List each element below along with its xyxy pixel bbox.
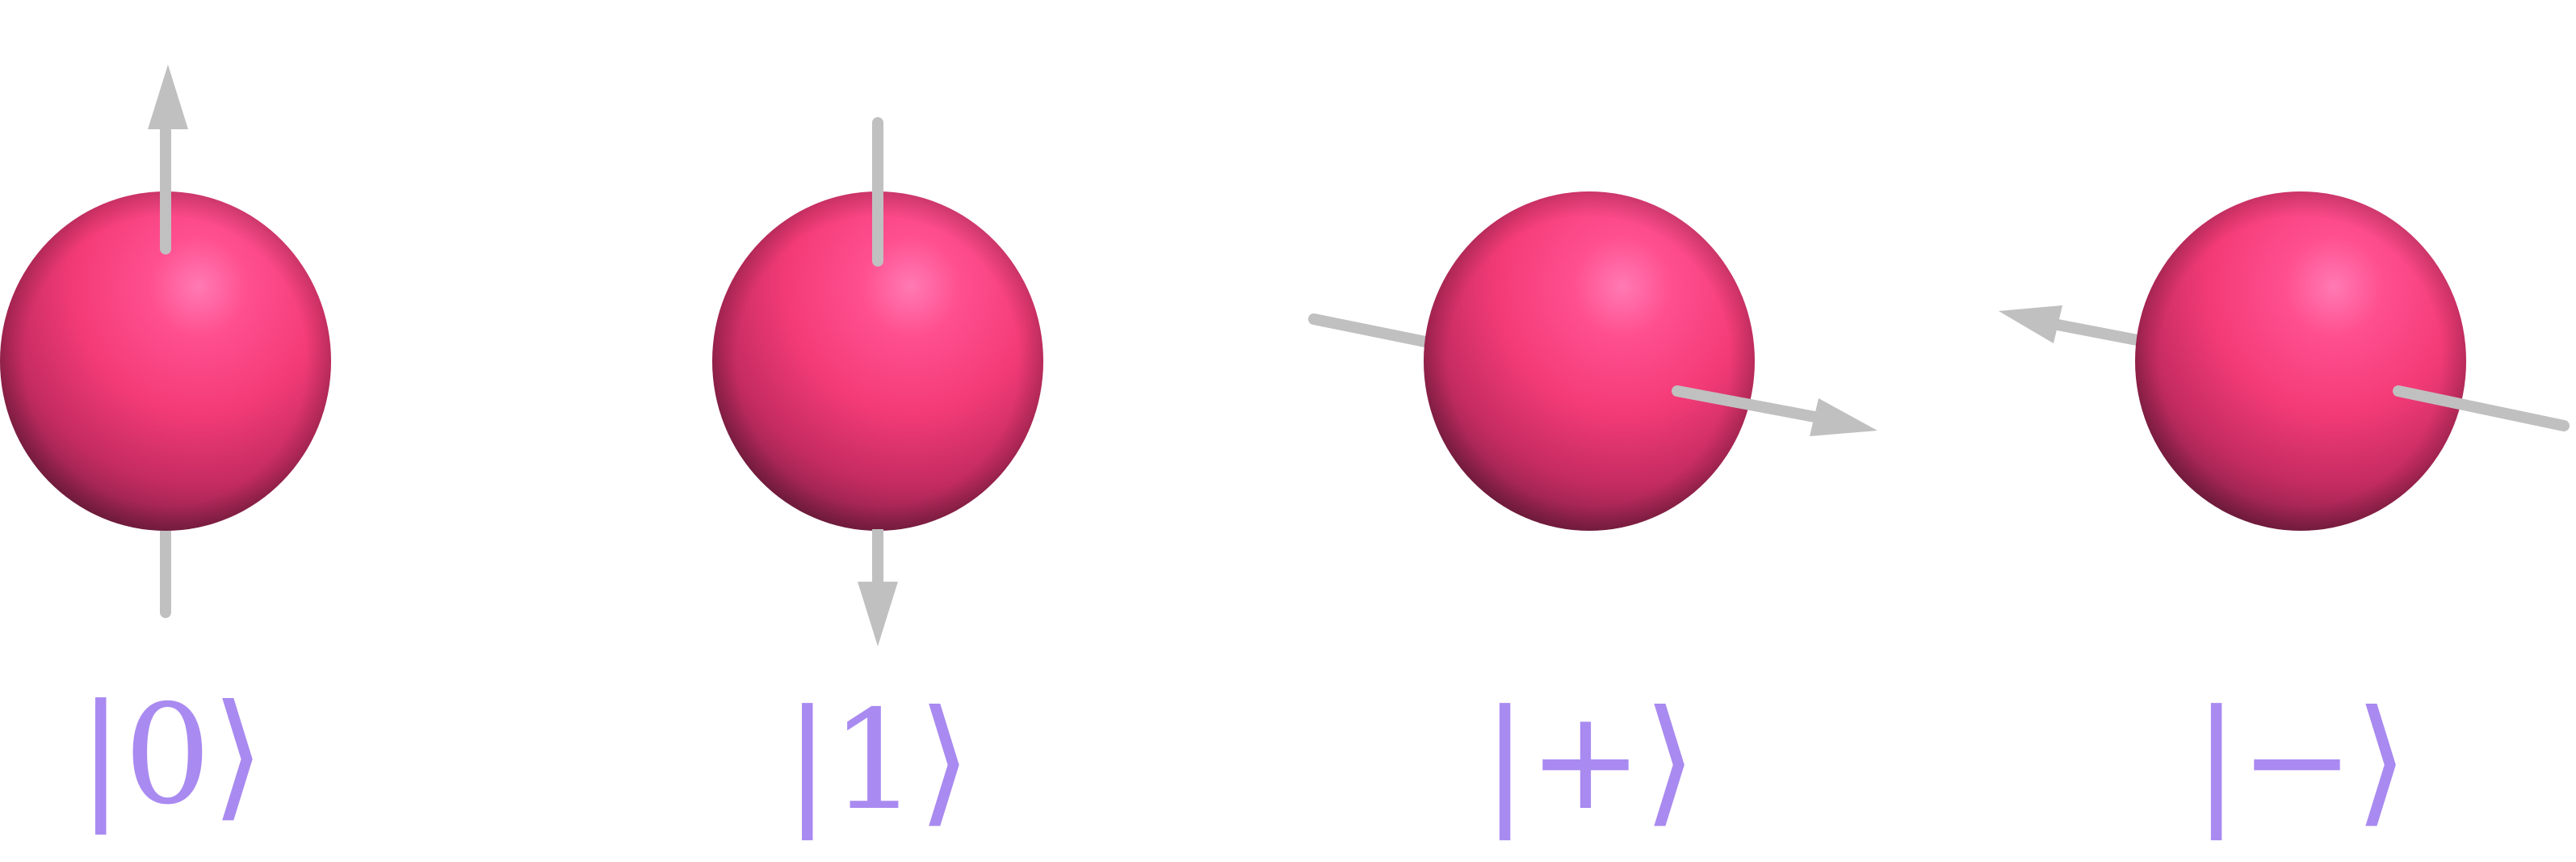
ket-bracket: ⟩ [918, 681, 971, 841]
ket-label-zero: |0⟩ [78, 675, 265, 835]
ket-symbol: − [2239, 681, 2354, 841]
ket-bar: | [2193, 681, 2239, 841]
sphere [712, 191, 1043, 531]
ket-symbol: + [1528, 681, 1643, 841]
state-zero: |0⟩ [0, 65, 331, 835]
arrow-tail-segment [1308, 313, 1435, 348]
ket-bar: | [784, 681, 830, 841]
state-minus: |−⟩ [1999, 191, 2570, 841]
ket-label-minus: |−⟩ [2193, 681, 2408, 841]
sphere [0, 191, 331, 531]
ket-bracket: ⟩ [212, 675, 265, 835]
arrow-tail-segment [2393, 385, 2570, 431]
arrow-tail-segment [160, 525, 171, 618]
sphere [2135, 191, 2466, 531]
ket-symbol: 0 [124, 675, 211, 835]
ket-label-one: |1⟩ [784, 681, 971, 841]
spin-arrow-up [148, 65, 188, 254]
state-plus: |+⟩ [1308, 191, 1877, 841]
ket-bar: | [1482, 681, 1528, 841]
sphere [1424, 191, 1755, 531]
state-one: |1⟩ [712, 117, 1043, 841]
ket-label-plus: |+⟩ [1482, 681, 1697, 841]
spin-arrow-right [1672, 385, 1877, 436]
ket-bracket: ⟩ [1643, 681, 1697, 841]
ket-bracket: ⟩ [2355, 681, 2408, 841]
ket-symbol: 1 [830, 681, 917, 841]
ket-bar: | [78, 675, 124, 835]
spin-arrow-left [1999, 305, 2147, 347]
spin-arrow-down [858, 529, 898, 646]
arrow-tail-segment [872, 117, 883, 267]
